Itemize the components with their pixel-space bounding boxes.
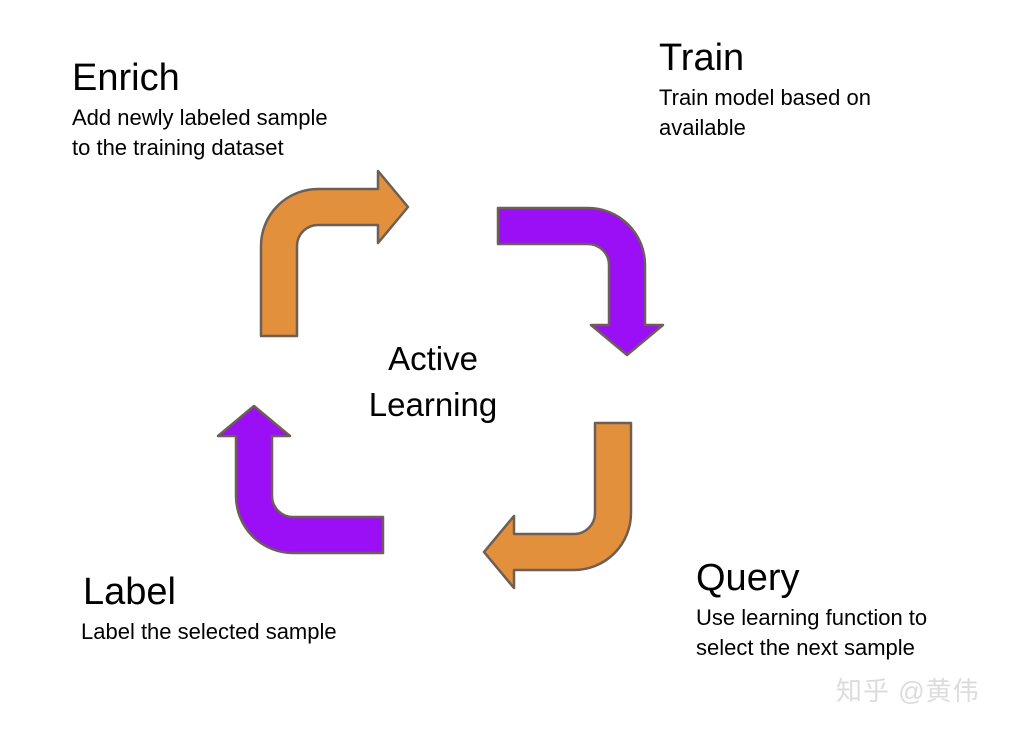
query-arrow-path [482, 421, 633, 590]
watermark: 知乎 @黄伟 [836, 676, 980, 706]
stage-label: Label Label the selected sample [81, 570, 337, 647]
stage-enrich-heading: Enrich [72, 57, 180, 99]
label-arrow-path [216, 404, 385, 555]
stage-query-heading: Query [696, 557, 800, 599]
train-arrow-path [496, 206, 665, 357]
stage-enrich: Enrich Add newly labeled sample to the t… [72, 56, 328, 163]
center-label: Active Learning [368, 340, 498, 423]
stage-train-description: Train model based on available [659, 85, 871, 140]
query-arrow-left-icon [482, 421, 633, 590]
enrich-arrow-right-icon [259, 169, 410, 338]
stage-train-heading: Train [659, 37, 745, 79]
stage-query: Query Use learning function to select th… [696, 556, 927, 663]
label-arrow-up-icon [216, 404, 385, 555]
train-arrow-down-icon [496, 206, 665, 357]
stage-train: Train Train model based on available [659, 36, 871, 143]
stage-label-description: Label the selected sample [81, 619, 337, 644]
stage-label-heading: Label [83, 571, 176, 613]
stage-query-description: Use learning function to select the next… [696, 605, 928, 660]
enrich-arrow-path [259, 169, 410, 338]
stage-enrich-description: Add newly labeled sample to the training… [72, 105, 328, 160]
